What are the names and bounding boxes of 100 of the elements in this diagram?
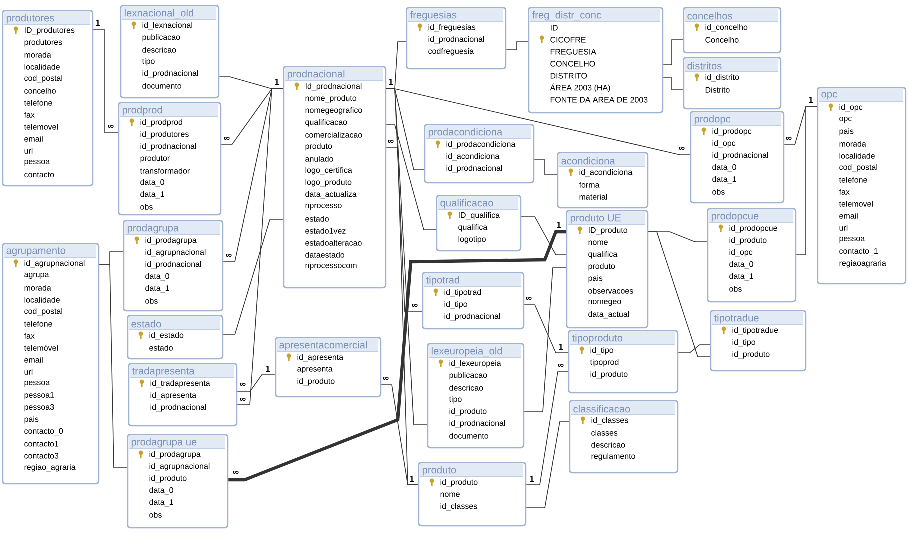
field-name: qualifica xyxy=(458,224,488,232)
field-name: email xyxy=(24,357,43,363)
field-name: apresenta xyxy=(298,366,333,374)
field-name: data_1 xyxy=(140,191,164,199)
field-name: descricao xyxy=(142,47,176,53)
field-name: telemóvel xyxy=(24,345,58,351)
field-name: dataestado xyxy=(306,252,345,258)
field-name: qualificacao xyxy=(306,119,348,127)
field-name: obs xyxy=(712,189,725,195)
field-name: id_prodnacional xyxy=(446,165,502,173)
field-name: id_prodnacional xyxy=(150,404,206,412)
table-box xyxy=(123,220,224,312)
field-name: obs xyxy=(150,512,162,518)
table-title: concelhos xyxy=(688,12,733,20)
table-box xyxy=(406,7,507,70)
cardinality-label: ∞ xyxy=(382,376,390,382)
field-name: Id_prodnacional xyxy=(306,83,362,91)
field-name: ÁREA 2003 (HA) xyxy=(550,84,610,92)
relationship-line xyxy=(526,422,570,508)
cardinality-label: 1 xyxy=(388,78,394,86)
field-name: morada xyxy=(840,141,866,147)
field-name: id_tipo xyxy=(590,347,614,355)
field-name: fax xyxy=(839,189,850,195)
table-title: estado xyxy=(132,320,162,328)
cardinality-label: 1 xyxy=(529,475,535,482)
field-name: email xyxy=(840,213,858,219)
table-box xyxy=(2,10,94,187)
relationship-line xyxy=(99,264,128,468)
field-name: nprocesso xyxy=(306,204,342,210)
table-title: prodopc xyxy=(694,115,731,125)
table-box xyxy=(127,434,229,529)
field-name: pais xyxy=(24,416,39,424)
field-name: CONCELHO xyxy=(550,61,596,67)
table-box xyxy=(422,272,525,330)
table-box xyxy=(683,7,782,54)
table-box xyxy=(817,87,907,285)
cardinality-label: ∞ xyxy=(525,296,533,302)
field-name: contacto_0 xyxy=(24,428,64,436)
field-name: id_apresenta xyxy=(298,354,344,362)
table-title: tradapresenta xyxy=(132,367,195,377)
cardinality-label: ∞ xyxy=(785,136,793,142)
field-name: id_produto xyxy=(732,351,770,359)
table-title: lexnacional_old xyxy=(124,9,194,19)
table-title: apresentacomercial xyxy=(280,341,367,351)
field-name: data_0 xyxy=(146,273,170,281)
field-name: id_apresenta xyxy=(150,392,197,400)
relationship-line xyxy=(663,40,684,66)
table-box xyxy=(557,152,649,209)
field-name: telefone xyxy=(24,321,52,327)
field-name: data_1 xyxy=(730,273,754,281)
field-name: contacto_1 xyxy=(840,248,878,256)
field-name: regulamento xyxy=(592,453,636,461)
field-name: url xyxy=(24,148,33,154)
field-name: cod_postal xyxy=(24,308,62,316)
field-name: nome xyxy=(588,240,608,246)
table-title: distritos xyxy=(688,62,722,70)
field-name: transformador xyxy=(140,168,190,174)
field-name: tipo xyxy=(142,58,155,66)
table-box xyxy=(283,66,387,289)
field-name: id_lexnacional xyxy=(142,22,192,30)
field-name: pessoa xyxy=(24,160,50,166)
field-name: agrupa xyxy=(24,273,50,279)
cardinality-label: ∞ xyxy=(387,139,395,145)
field-name: localidade xyxy=(24,64,60,70)
table-title: tipotrad xyxy=(426,276,460,286)
field-name: id_produto xyxy=(298,378,335,386)
field-name: classes xyxy=(592,430,618,436)
field-name: publicacao xyxy=(142,34,180,42)
table-title: qualificacao xyxy=(440,199,494,209)
field-name: id_tipotrad xyxy=(444,289,482,297)
field-name: nomegeografico xyxy=(306,107,362,115)
field-name: nome_produto xyxy=(306,95,357,103)
cardinality-label: 1 xyxy=(274,78,280,86)
field-name: fax xyxy=(24,333,35,339)
field-name: FREGUESIA xyxy=(550,49,596,55)
field-name: ID_produto xyxy=(589,227,628,235)
field-name: contacto3 xyxy=(24,453,59,459)
field-name: nprocessocom xyxy=(306,264,357,270)
table-title: produto UE xyxy=(570,214,622,224)
field-name: ID_produtores xyxy=(25,27,75,35)
field-name: data_0 xyxy=(712,164,736,172)
field-name: produto xyxy=(306,143,332,151)
cardinality-label: 1 xyxy=(95,19,101,26)
field-name: material xyxy=(580,194,608,200)
field-name: localidade xyxy=(24,297,60,303)
field-name: id_produto xyxy=(590,371,628,379)
field-name: cod_postal xyxy=(840,164,878,172)
field-name: id_agrupnacional xyxy=(24,260,85,268)
field-name: id_freguesias xyxy=(428,24,476,32)
field-name: morada xyxy=(24,52,52,58)
field-name: id_classes xyxy=(440,503,478,511)
field-name: id_tipo xyxy=(444,301,468,309)
table-title: prodprod xyxy=(122,106,162,116)
field-name: telefone xyxy=(24,100,52,106)
table-box xyxy=(2,242,100,485)
field-name: produtores xyxy=(24,39,62,47)
field-name: DISTRITO xyxy=(550,73,588,79)
field-name: data_1 xyxy=(150,499,174,507)
cardinality-label: 1 xyxy=(265,365,271,372)
field-name: id_lexeuropeia xyxy=(450,360,502,368)
